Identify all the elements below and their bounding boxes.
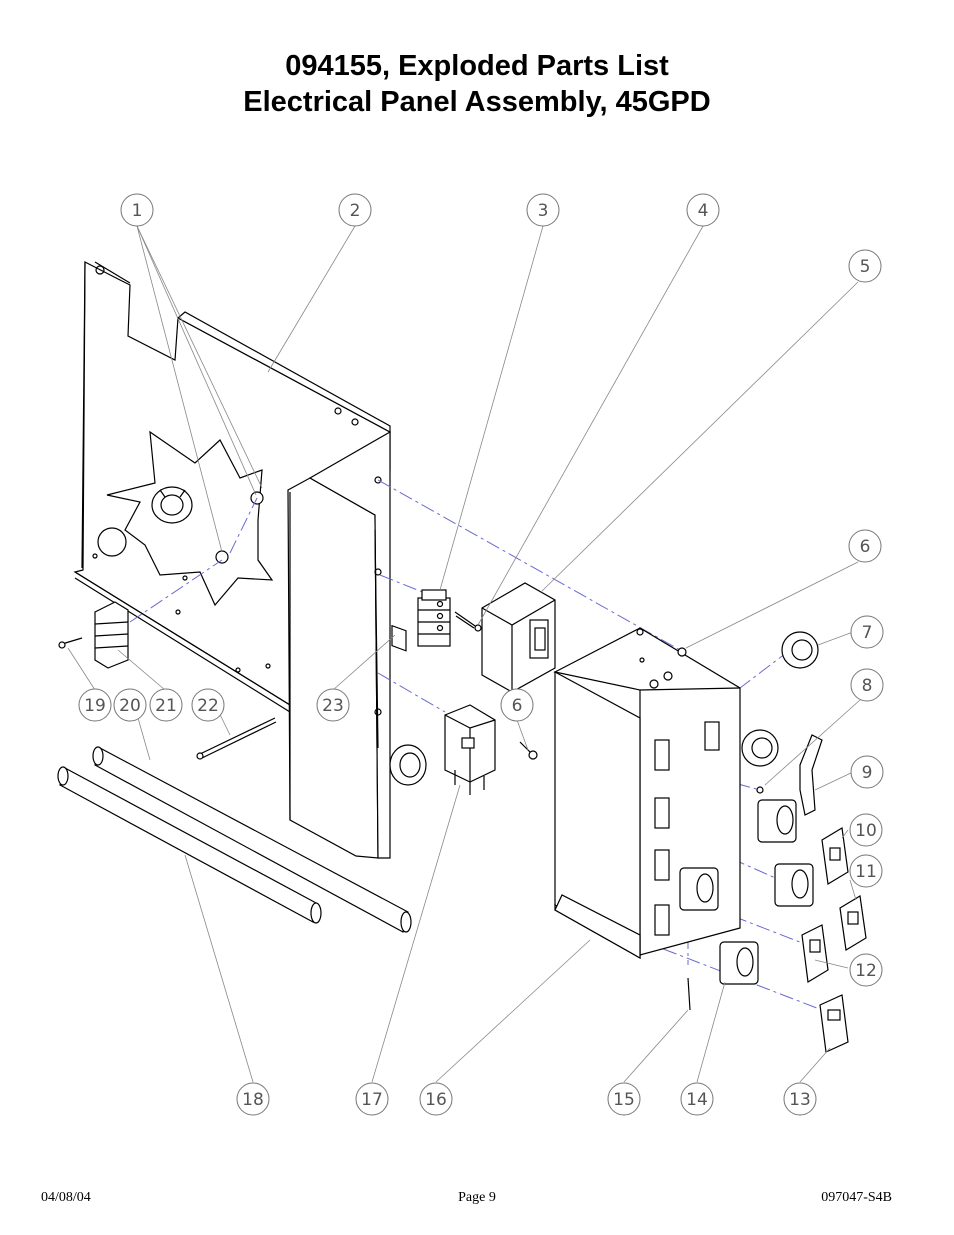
callout-14: 14 bbox=[680, 1082, 714, 1116]
svg-text:14: 14 bbox=[686, 1090, 708, 1110]
terminal-strip bbox=[94, 601, 129, 669]
callout-12: 12 bbox=[849, 953, 883, 987]
callout-7: 7 bbox=[850, 615, 884, 649]
rocker-switch-c bbox=[774, 863, 814, 907]
svg-text:7: 7 bbox=[862, 623, 873, 643]
standoff-rods bbox=[57, 746, 412, 933]
bushing-lower bbox=[389, 744, 427, 786]
cable-tie bbox=[196, 717, 277, 760]
bushing-7 bbox=[781, 631, 819, 669]
svg-text:6: 6 bbox=[512, 696, 523, 716]
screw-19 bbox=[58, 637, 83, 649]
switch-guard bbox=[799, 734, 823, 816]
svg-text:4: 4 bbox=[698, 201, 709, 221]
callout-5: 5 bbox=[848, 249, 882, 283]
svg-text:16: 16 bbox=[425, 1090, 447, 1110]
svg-text:13: 13 bbox=[789, 1090, 811, 1110]
terminal-block bbox=[417, 589, 451, 647]
svg-text:21: 21 bbox=[155, 696, 177, 716]
callout-16: 16 bbox=[419, 1082, 453, 1116]
screw-8 bbox=[756, 786, 764, 794]
rocker-label-11 bbox=[839, 895, 867, 951]
callout-19: 19 bbox=[78, 688, 112, 722]
screw-6-lower bbox=[519, 741, 538, 760]
bushing-grommet bbox=[151, 486, 193, 524]
footer-page-number: Page 9 bbox=[458, 1190, 496, 1205]
callout-13: 13 bbox=[783, 1082, 817, 1116]
insulator-plate bbox=[391, 624, 407, 652]
footer-date: 04/08/04 bbox=[41, 1190, 91, 1205]
page-title-line-2: Electrical Panel Assembly, 45GPD bbox=[243, 86, 711, 118]
svg-text:18: 18 bbox=[242, 1090, 264, 1110]
callout-1: 1 bbox=[120, 193, 154, 227]
nut-lower bbox=[215, 550, 229, 564]
transformer bbox=[481, 582, 556, 693]
callout-18: 18 bbox=[236, 1082, 270, 1116]
svg-text:15: 15 bbox=[613, 1090, 635, 1110]
callout-23: 23 bbox=[316, 688, 350, 722]
leader-lines bbox=[67, 225, 861, 1083]
callout-11: 11 bbox=[849, 854, 883, 888]
footer-document-number: 097047-S4B bbox=[821, 1190, 892, 1205]
svg-text:9: 9 bbox=[862, 763, 873, 783]
callout-20: 20 bbox=[113, 688, 147, 722]
callout-2: 2 bbox=[338, 193, 372, 227]
svg-text:10: 10 bbox=[855, 821, 877, 841]
bushing-8 bbox=[741, 729, 779, 767]
callout-10: 10 bbox=[849, 813, 883, 847]
svg-text:11: 11 bbox=[855, 862, 877, 882]
callout-15: 15 bbox=[607, 1082, 641, 1116]
callout-8: 8 bbox=[850, 668, 884, 702]
rocker-label-10 bbox=[821, 827, 849, 885]
svg-text:3: 3 bbox=[538, 201, 549, 221]
side-bracket bbox=[287, 430, 391, 859]
callout-4: 4 bbox=[686, 193, 720, 227]
svg-text:8: 8 bbox=[862, 676, 873, 696]
svg-text:1: 1 bbox=[132, 201, 143, 221]
callout-21: 21 bbox=[149, 688, 183, 722]
callout-17: 17 bbox=[355, 1082, 389, 1116]
svg-text:17: 17 bbox=[361, 1090, 383, 1110]
callout-3: 3 bbox=[526, 193, 560, 227]
svg-text:6: 6 bbox=[860, 537, 871, 557]
svg-text:20: 20 bbox=[119, 696, 141, 716]
starburst-cutout bbox=[106, 430, 274, 607]
callout-6-upper: 6 bbox=[848, 529, 882, 563]
callout-6-lower: 6 bbox=[500, 688, 534, 722]
standoff-post bbox=[687, 977, 691, 1011]
rocker-label-12 bbox=[801, 924, 829, 983]
rocker-label-13 bbox=[819, 994, 849, 1053]
rocker-switch-a bbox=[679, 867, 719, 911]
rocker-switch-d bbox=[719, 941, 759, 985]
rocker-switch-b bbox=[757, 799, 797, 843]
screw-6-upper bbox=[677, 647, 687, 657]
page-title-line-1: 094155, Exploded Parts List bbox=[285, 50, 669, 82]
relay bbox=[444, 704, 496, 795]
svg-text:12: 12 bbox=[855, 961, 877, 981]
callout-22: 22 bbox=[191, 688, 225, 722]
screw-4 bbox=[454, 611, 482, 632]
svg-text:19: 19 bbox=[84, 696, 106, 716]
callout-9: 9 bbox=[850, 755, 884, 789]
callout-bubbles: 1 2 3 4 5 6 6 7 8 9 10 11 12 13 14 15 16… bbox=[78, 193, 884, 1116]
svg-text:5: 5 bbox=[860, 257, 871, 277]
svg-text:2: 2 bbox=[350, 201, 361, 221]
svg-text:23: 23 bbox=[322, 696, 344, 716]
svg-text:22: 22 bbox=[197, 696, 219, 716]
